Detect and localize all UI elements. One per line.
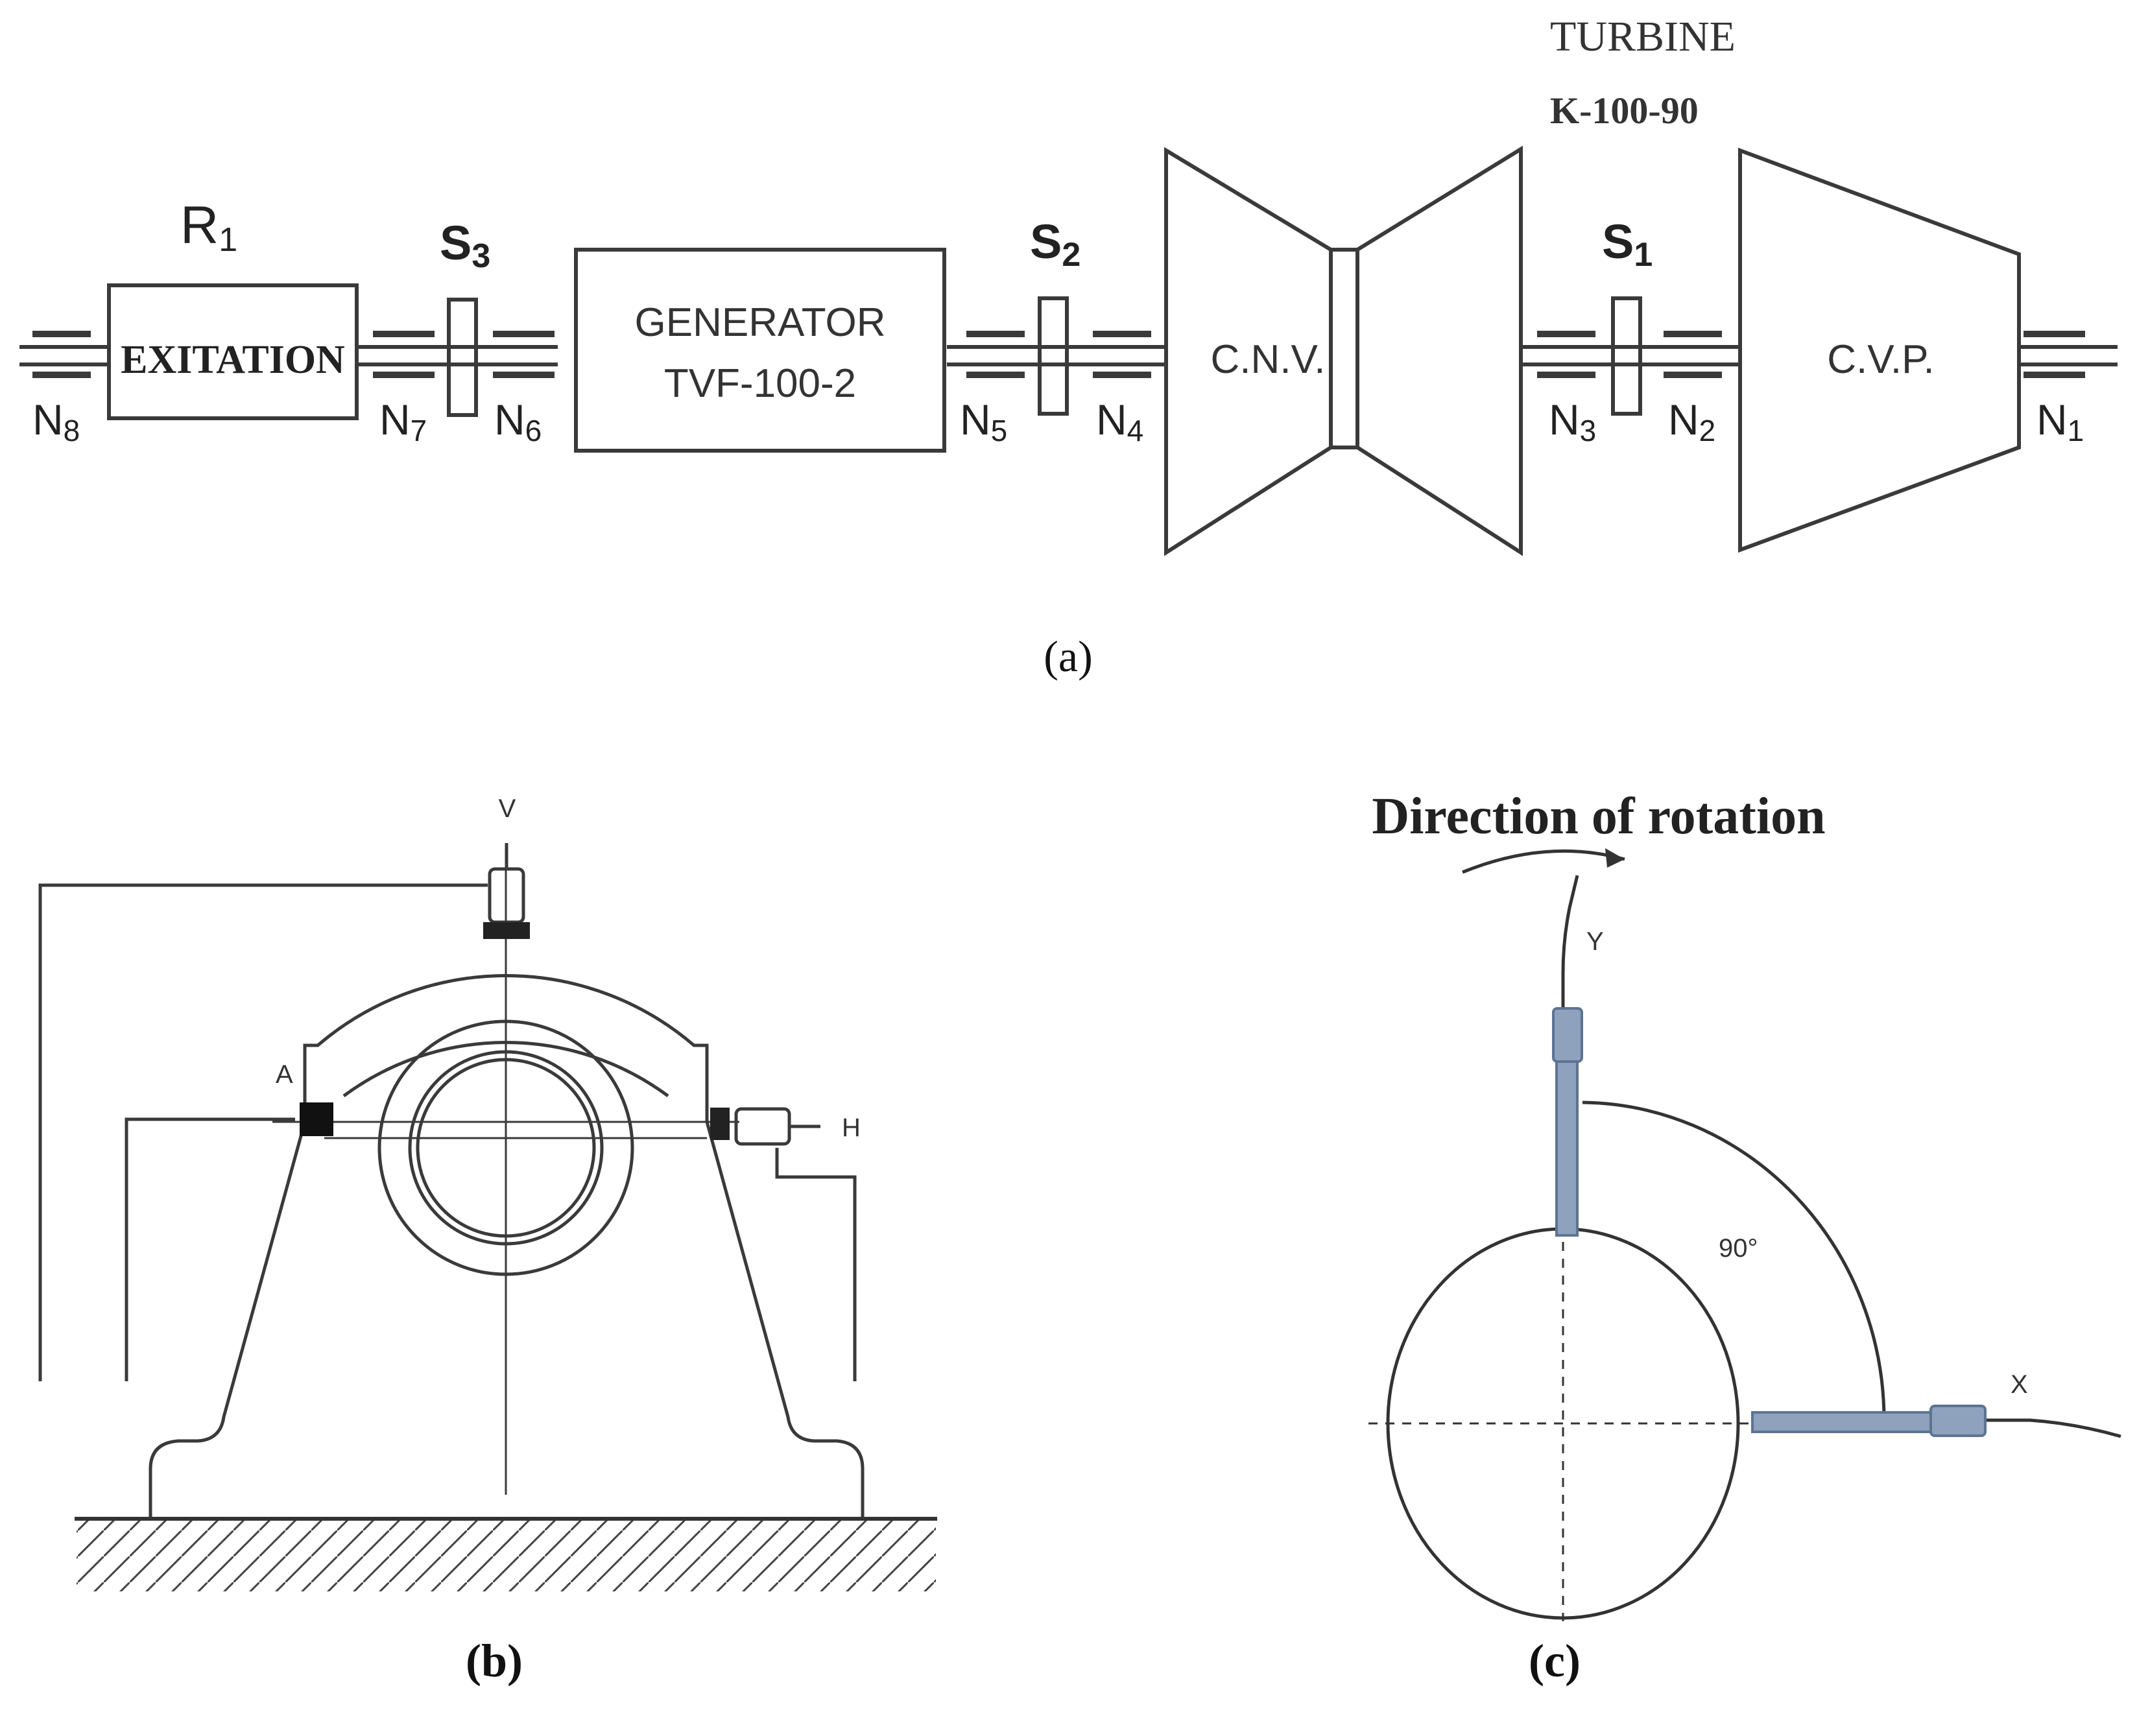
cnv-center-block (1329, 248, 1359, 449)
sensor-v-cable (38, 883, 488, 1381)
coupling-s2 (1038, 296, 1069, 416)
label-x: X (2011, 1370, 2028, 1399)
probe-x-rod (1751, 1411, 1932, 1433)
probe-x-body (1929, 1405, 1987, 1437)
exitation-box (107, 283, 359, 420)
rotation-arrow-head (1605, 848, 1625, 868)
shaft-lines (19, 345, 2118, 366)
cnv-label: C.N.V. (1211, 337, 1326, 382)
sensor-h-cable (775, 1148, 857, 1381)
panel-b-bearing-housing: V A H (b) (38, 794, 937, 1687)
bearing-label-n7: N7 (379, 396, 427, 447)
label-y: Y (1586, 927, 1604, 956)
bearing-label-n4: N4 (1096, 396, 1143, 447)
bearing-label-n1: N1 (2036, 396, 2084, 447)
label-h: H (842, 1113, 861, 1142)
turbine-model: K-100-90 (1550, 89, 1699, 132)
cvp-casing (1738, 147, 2021, 553)
label-a: A (276, 1060, 293, 1089)
angle-label: 90° (1719, 1234, 1758, 1263)
label-v: V (499, 794, 516, 823)
bearing-marks (32, 331, 2085, 378)
exitation-label: EXITATION (121, 338, 345, 382)
caption-c: (c) (1529, 1635, 1581, 1687)
probe-x-cable (1985, 1418, 2121, 1438)
coupling-s3 (447, 298, 478, 417)
probe-y-rod (1555, 1060, 1579, 1237)
panel-a-labels: TURBINE K-100-90 R1 EXITATION GENERATOR … (32, 13, 2084, 681)
bearing-label-n2: N2 (1668, 396, 1715, 447)
panel-c-probe-arrangement: Direction of rotation Y X 90° (c) (1368, 788, 2121, 1687)
generator-label-line1: GENERATOR (635, 300, 886, 345)
ground-hatch (77, 1519, 936, 1591)
sensor-h-mount (710, 1108, 730, 1140)
angle-arc (1582, 1100, 1886, 1418)
cnv-right-cone (1355, 145, 1523, 556)
coupling-label-s2: S2 (1030, 215, 1080, 274)
generator-label-line2: TVF-100-2 (664, 361, 856, 406)
bearing-label-n8: N8 (32, 396, 80, 447)
sensor-v-mount (483, 922, 530, 939)
direction-label: Direction of rotation (1372, 788, 1825, 845)
rotation-arrow (1462, 849, 1625, 874)
caption-b: (b) (466, 1635, 523, 1687)
turbine-title: TURBINE (1550, 13, 1736, 60)
sensor-a-mount (300, 1102, 333, 1136)
coupling-s1 (1611, 296, 1642, 416)
panel-a-shaft-train (19, 145, 2118, 556)
coupling-label-s3: S3 (440, 216, 490, 275)
bearing-label-n3: N3 (1549, 396, 1596, 447)
probe-y-body (1552, 1007, 1583, 1063)
bearing-label-n5: N5 (960, 396, 1007, 447)
caption-a: (a) (1044, 632, 1092, 681)
sensor-a-cable (125, 1117, 295, 1381)
probe-y-cable (1561, 875, 1579, 1008)
cvp-label: C.V.P. (1827, 337, 1934, 382)
r1-label: R1 (180, 196, 237, 259)
bearing-label-n6: N6 (494, 396, 542, 447)
coupling-label-s1: S1 (1602, 215, 1653, 274)
sensor-h-body (734, 1107, 791, 1146)
generator-box (574, 248, 946, 453)
